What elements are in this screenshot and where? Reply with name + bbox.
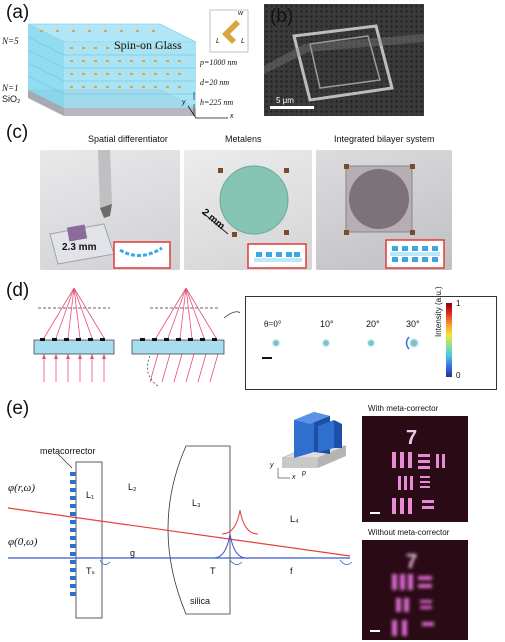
phi-r-label: φ(r,ω)	[8, 482, 35, 494]
image-without-corrector: 7	[362, 540, 468, 640]
optical-system-diagram	[7, 445, 353, 619]
meta-atom-p-label: p	[302, 470, 306, 477]
angle-label-20: 20°	[366, 319, 380, 329]
colorbar-max: 1	[456, 299, 461, 308]
photo-metalens: 2 mm	[184, 150, 312, 270]
spin-on-glass-label: Spin-on Glass	[114, 38, 182, 52]
l1-label: L₁	[86, 490, 95, 500]
image-with-corrector: 7	[362, 416, 468, 522]
without-corrector-label: Without meta-corrector	[368, 528, 450, 537]
ts-label: Tₛ	[86, 566, 95, 576]
panel-label-c: (c)	[6, 122, 29, 143]
metasurface-stack-illustration	[27, 9, 249, 119]
panel-label-d: (d)	[6, 280, 30, 301]
period-label: p=1000 nm	[200, 58, 238, 67]
n-top-label: N=5	[2, 36, 19, 46]
phi-0-label: φ(0,ω)	[8, 536, 38, 548]
dim-label-2-3mm: 2.3 mm	[62, 242, 97, 253]
panel-label-a: (a)	[6, 2, 30, 23]
substrate-label: SiO₂	[2, 94, 21, 104]
title-spatial-differentiator: Spatial differentiator	[88, 134, 168, 144]
angle-label-30: 30°	[406, 319, 420, 329]
svg-text:7: 7	[406, 551, 417, 573]
photo-spatial-differentiator: 2.3 mm	[40, 150, 180, 270]
inset-l1-label: L	[216, 38, 220, 45]
silica-label: silica	[190, 596, 211, 606]
meta-atom-3d	[277, 412, 347, 479]
panel-c: (c) Spatial differentiator Metalens Inte…	[0, 120, 505, 270]
psf-spots	[262, 336, 420, 359]
g-label: g	[130, 548, 136, 558]
metacorrector-label: metacorrector	[40, 446, 96, 456]
axis-x-label: x	[230, 113, 234, 120]
l2-label: L₂	[128, 482, 137, 492]
inset-l2-label: L	[241, 38, 245, 45]
panel-a: (a) Spin-on Gl	[0, 0, 260, 120]
spacing-label: d=20 nm	[200, 78, 230, 87]
l4-label: L₄	[290, 514, 299, 524]
psf-box: θ=0° 10° 20° 30° 1 0 Intensity (a.u.)	[245, 286, 497, 390]
panel-b: (b) 5 μm	[264, 4, 424, 116]
sem-scalebar-label: 5 μm	[276, 96, 294, 105]
panel-e: (e) metacorrector φ(r,ω) φ(0,ω) L₁ L₂ L₃…	[0, 398, 505, 642]
angle-label-10: 10°	[320, 319, 334, 329]
meta-atom-x-axis: x	[292, 474, 296, 481]
panel-d: (d) θ=0° 10° 20° 30°	[0, 278, 505, 393]
colorbar-title: Intensity (a.u.)	[434, 286, 443, 337]
t-label: T	[210, 566, 216, 576]
title-integrated-bilayer: Integrated bilayer system	[334, 134, 435, 144]
title-metalens: Metalens	[225, 134, 262, 144]
n-bottom-label: N=1	[2, 83, 19, 93]
angle-label-0: θ=0°	[264, 319, 282, 329]
angle-diagram	[33, 287, 240, 387]
meta-atom-y-axis: y	[270, 462, 274, 469]
photo-integrated-bilayer	[316, 150, 452, 270]
colorbar-min: 0	[456, 371, 461, 380]
panel-label-b: (b)	[270, 6, 294, 27]
colorbar	[446, 303, 452, 377]
axis-y-label: y	[182, 99, 186, 106]
inset-w-label: w	[238, 10, 244, 17]
panel-label-e: (e)	[6, 398, 30, 419]
svg-text:7: 7	[406, 427, 417, 449]
l3-label: L₃	[192, 498, 201, 508]
sem-micrograph	[264, 4, 424, 116]
height-label: h=225 nm	[200, 98, 234, 107]
f-label: f	[290, 566, 293, 576]
with-corrector-label: With meta-corrector	[368, 404, 439, 413]
